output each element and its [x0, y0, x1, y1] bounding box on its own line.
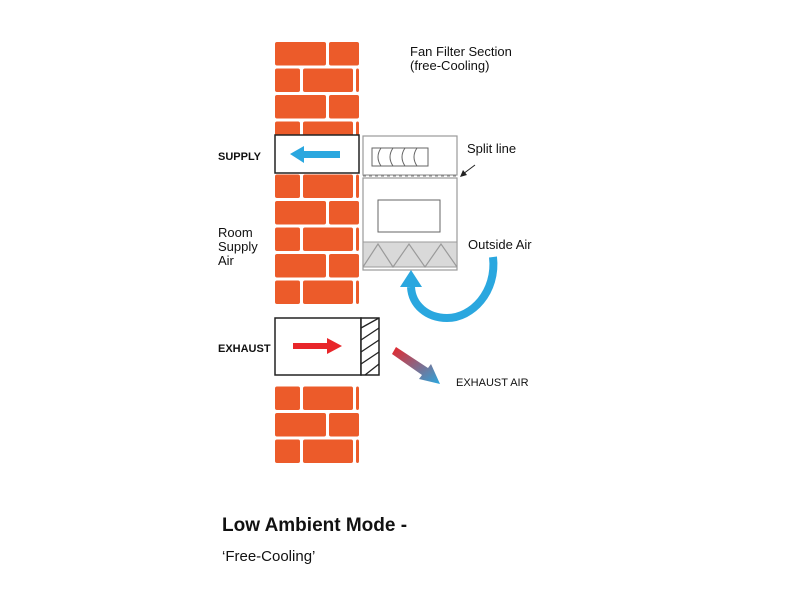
brick — [275, 95, 326, 119]
supply-label: SUPPLY — [218, 151, 262, 163]
brick — [275, 413, 326, 437]
exhaust-arrow-icon — [293, 338, 342, 354]
brick — [275, 227, 300, 251]
brick — [303, 280, 353, 304]
brick — [303, 227, 353, 251]
fan-icon — [371, 147, 429, 167]
brick — [329, 254, 359, 278]
brick — [275, 42, 326, 66]
exhaust-label: EXHAUST — [218, 343, 271, 355]
brick — [275, 254, 326, 278]
brick — [329, 413, 359, 437]
brick — [356, 280, 359, 304]
outside-air-arrow-icon — [400, 256, 498, 323]
brick — [275, 386, 300, 410]
brick — [356, 227, 359, 251]
brick — [275, 439, 300, 463]
brick-wall — [275, 42, 359, 463]
split-line-label: Split line — [467, 141, 517, 156]
room-supply-air-label: Room Supply Air — [218, 225, 258, 268]
exhaust-air-arrow-icon — [392, 347, 440, 384]
brick — [303, 439, 353, 463]
supply-arrow-icon — [290, 146, 340, 163]
exhaust-louvre — [360, 317, 380, 376]
supply-opening — [274, 134, 360, 174]
brick — [329, 42, 359, 66]
brick — [275, 280, 300, 304]
brick — [303, 174, 353, 198]
fan-filter-unit — [362, 135, 458, 271]
brick — [303, 68, 353, 92]
diagram-title: Low Ambient Mode - — [222, 515, 408, 536]
brick — [356, 174, 359, 198]
outside-air-label: Outside Air — [468, 237, 532, 252]
exhaust-opening — [274, 317, 380, 376]
brick — [275, 68, 300, 92]
brick — [329, 95, 359, 119]
brick — [303, 386, 353, 410]
diagram-subtitle: ‘Free-Cooling’ — [222, 548, 316, 565]
split-line-pointer — [460, 164, 476, 177]
filter-icon — [362, 241, 458, 269]
brick — [329, 201, 359, 225]
brick — [275, 201, 326, 225]
brick — [356, 439, 359, 463]
exhaust-air-label: EXHAUST AIR — [456, 377, 529, 389]
brick — [356, 68, 359, 92]
brick — [275, 174, 300, 198]
fan-filter-section-label: Fan Filter Section (free-Cooling) — [410, 44, 512, 73]
brick — [356, 386, 359, 410]
